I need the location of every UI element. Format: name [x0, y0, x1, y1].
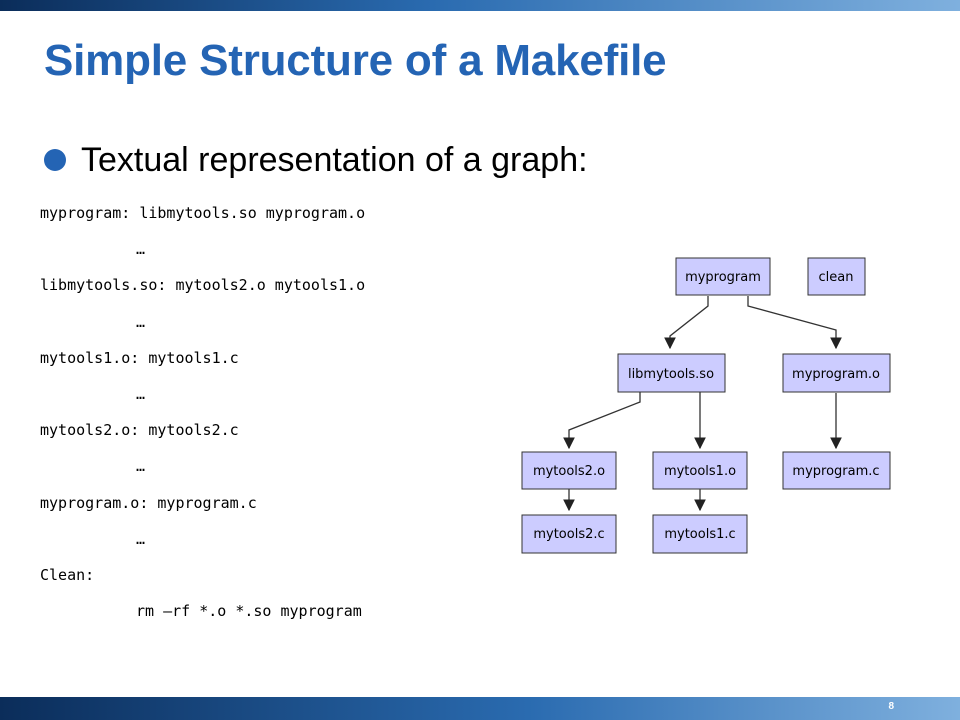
- node-mytools2-c: mytools2.c: [521, 514, 617, 554]
- bullet-item: Textual representation of a graph:: [44, 138, 588, 182]
- node-label: mytools2.c: [533, 527, 604, 542]
- node-label: mytools1.c: [664, 527, 735, 542]
- code-line: myprogram.o: myprogram.c: [40, 493, 257, 512]
- code-line: …: [136, 529, 146, 548]
- slide-title: Simple Structure of a Makefile: [44, 36, 667, 85]
- node-mytools1-c: mytools1.c: [652, 514, 748, 554]
- code-line: Clean:: [40, 565, 95, 584]
- bullet-dot-icon: [44, 149, 66, 171]
- page-number: 8: [888, 701, 894, 712]
- node-label: mytools1.o: [664, 464, 736, 479]
- code-line: libmytools.so: mytools2.o mytools1.o: [40, 276, 366, 295]
- node-libmytools-so: libmytools.so: [617, 353, 726, 393]
- code-line: …: [136, 240, 146, 259]
- node-label: myprogram.c: [792, 464, 879, 479]
- code-line: mytools2.o: mytools2.c: [40, 421, 239, 440]
- node-mytools2-o: mytools2.o: [521, 451, 617, 490]
- code-line: …: [136, 457, 146, 476]
- node-myprogram-o: myprogram.o: [782, 353, 891, 393]
- node-label: myprogram: [685, 270, 761, 285]
- code-line: …: [136, 312, 146, 331]
- code-line: rm –rf *.o *.so myprogram: [136, 602, 362, 621]
- node-label: libmytools.so: [628, 367, 714, 382]
- code-line: …: [136, 384, 146, 403]
- edge-libmytools-mytools2-o: [563, 392, 641, 450]
- node-clean: clean: [807, 257, 866, 296]
- node-myprogram-c: myprogram.c: [782, 451, 891, 490]
- edge-myprogram-libmytools: [664, 296, 709, 350]
- node-myprogram: myprogram: [675, 257, 771, 296]
- graph-edges: [563, 296, 842, 512]
- top-accent-bar: [0, 0, 960, 11]
- node-mytools1-o: mytools1.o: [652, 451, 748, 490]
- node-label: myprogram.o: [792, 367, 880, 382]
- code-line: myprogram: libmytools.so myprogram.o: [40, 204, 366, 222]
- bottom-accent-bar: 8: [0, 697, 960, 720]
- makefile-code: myprogram: libmytools.so myprogram.o … l…: [40, 202, 365, 636]
- node-label: mytools2.o: [533, 464, 605, 479]
- bullet-text: Textual representation of a graph:: [81, 140, 588, 179]
- edge-myprogram-myprogram-o: [747, 296, 842, 350]
- code-line: mytools1.o: mytools1.c: [40, 348, 239, 367]
- node-label: clean: [819, 270, 854, 285]
